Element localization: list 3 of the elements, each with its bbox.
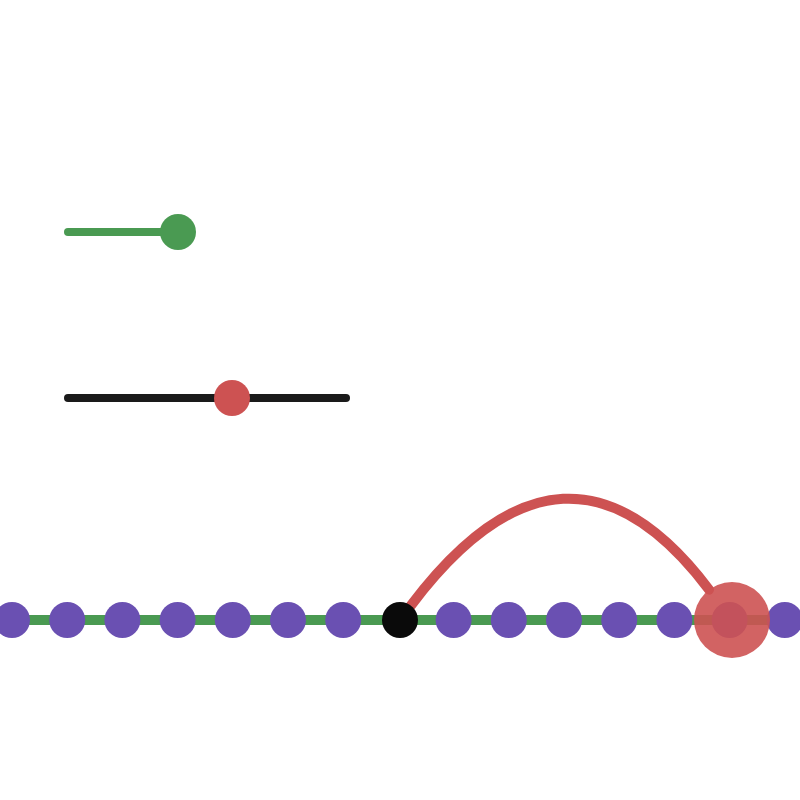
arc-line [405, 493, 715, 611]
target-circle [694, 582, 770, 658]
point-marker [382, 602, 418, 638]
